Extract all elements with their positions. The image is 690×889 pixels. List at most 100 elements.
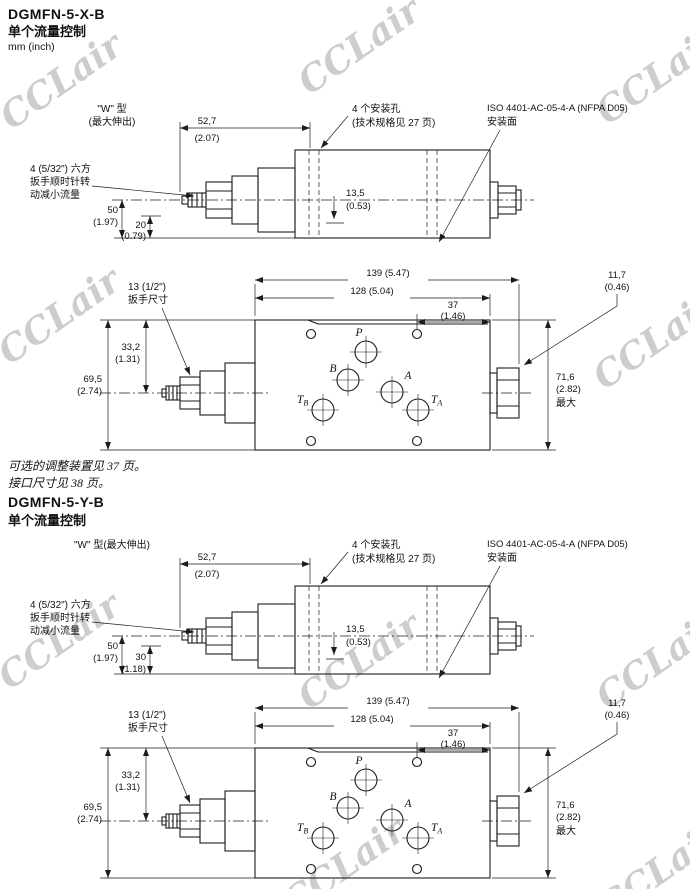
w-type-label-line1: "W" 型(最大伸出) (74, 538, 150, 551)
dim-52-7-in: (2.07) (195, 569, 220, 580)
dim-height-in: (0.79) (121, 231, 146, 242)
dim-37-mm: 37 (448, 728, 459, 739)
dimension-lines (100, 705, 618, 879)
port-holes (305, 328, 434, 447)
dim-69-5-mm: 69,5 (84, 374, 103, 385)
dim-139: 139 (5.47) (366, 696, 409, 707)
dim-33-2-in: (1.31) (115, 782, 140, 793)
dim-height-mm: 30 (135, 652, 146, 663)
dim-11-7-in: (0.46) (605, 710, 630, 721)
dim-71-6-mm: 71,6 (556, 800, 575, 811)
dim-69-5-mm: 69,5 (84, 802, 103, 813)
dim-50-mm: 50 (107, 641, 118, 652)
valve-body-side (181, 585, 522, 675)
dim-33-2-mm: 33,2 (122, 770, 141, 781)
side-view-x: "W" 型 (最大伸出) 52,7 (2.07) 4 个安装孔 (技术规格见 2… (30, 102, 628, 243)
mounting-holes-label-line1: 4 个安装孔 (352, 538, 400, 551)
dimension-lines (100, 277, 618, 451)
port-label-b: B (329, 363, 336, 375)
iso-surface-label-line2: 安装面 (487, 551, 517, 564)
dim-128: 128 (5.04) (350, 714, 393, 725)
port-label-tb-main: T (297, 394, 305, 406)
iso-surface-label-line2: 安装面 (487, 115, 517, 128)
port-label-p: P (354, 755, 362, 767)
port-label-tb: TB (297, 394, 308, 408)
dim-11-7-mm: 11,7 (608, 698, 626, 709)
dim-11-7-in: (0.46) (605, 282, 630, 293)
section-y-title: DGMFN-5-Y-B (8, 494, 105, 510)
wrench-size-label-line1: 13 (1/2") (128, 282, 166, 293)
port-label-p: P (354, 327, 362, 339)
dim-13-5-in: (0.53) (346, 637, 371, 648)
dim-52-7-mm: 52,7 (198, 552, 217, 563)
dim-71-6-mm: 71,6 (556, 372, 575, 383)
hex-wrench-label-line3: 动减小流量 (30, 624, 80, 637)
dim-71-6-max-note: 最大 (556, 396, 576, 409)
dim-52-7-mm: 52,7 (198, 116, 217, 127)
dimension-lines (91, 115, 501, 243)
valve-body-side (181, 149, 522, 239)
dim-height-mm: 20 (135, 220, 146, 231)
units-note: mm (inch) (8, 41, 55, 53)
dim-37-in: (1.46) (441, 739, 466, 750)
port-label-b: B (329, 791, 336, 803)
w-type-label-line2: (最大伸出) (89, 115, 136, 128)
dim-13-5-mm: 13,5 (346, 188, 365, 199)
dim-33-2-in: (1.31) (115, 354, 140, 365)
section-x-subtitle: 单个流量控制 (8, 24, 87, 39)
dim-128: 128 (5.04) (350, 286, 393, 297)
port-label-ta-main: T (431, 822, 439, 834)
hex-wrench-label-line2: 扳手顺时针转 (30, 611, 90, 624)
section-x-title: DGMFN-5-X-B (8, 6, 105, 22)
dim-69-5-in: (2.74) (77, 386, 102, 397)
dim-50-mm: 50 (107, 205, 118, 216)
iso-surface-label-line1: ISO 4401-AC-05-4-A (NFPA D05) (487, 539, 628, 550)
mounting-holes-hidden-lines (308, 150, 438, 238)
note-adjusters: 可选的调整装置见 37 页。 (8, 459, 147, 473)
hex-wrench-label-line1: 4 (5/32") 六方 (30, 162, 91, 175)
note-interface: 接口尺寸见 38 页。 (8, 476, 111, 490)
mounting-holes-label-line2: (技术规格见 27 页) (352, 552, 435, 565)
port-label-tb: TB (297, 822, 308, 836)
dim-37-mm: 37 (448, 300, 459, 311)
dim-69-5-in: (2.74) (77, 814, 102, 825)
hex-wrench-label-line2: 扳手顺时针转 (30, 175, 90, 188)
port-label-tb-sub: B (303, 827, 308, 836)
wrench-size-label-line2: 扳手尺寸 (128, 721, 168, 734)
iso-surface-label-line1: ISO 4401-AC-05-4-A (NFPA D05) (487, 103, 628, 114)
dim-71-6-in: (2.82) (556, 812, 581, 823)
side-view-y: "W" 型(最大伸出) 52,7 (2.07) 4 个安装孔 (技术规格见 27… (30, 538, 628, 679)
hex-wrench-label-line1: 4 (5/32") 六方 (30, 598, 91, 611)
mounting-holes-label-line2: (技术规格见 27 页) (352, 116, 435, 129)
dim-13-5-in: (0.53) (346, 201, 371, 212)
dim-139: 139 (5.47) (366, 268, 409, 279)
mounting-holes-hidden-lines (308, 586, 438, 674)
dimension-lines (91, 551, 501, 679)
port-label-a: A (403, 370, 412, 382)
dim-52-7-in: (2.07) (195, 133, 220, 144)
bottom-view-x: 13 (1/2") 扳手尺寸 139 (5.47) 128 (5.04) 37 … (77, 268, 630, 451)
wrench-size-label-line2: 扳手尺寸 (128, 293, 168, 306)
dim-33-2-mm: 33,2 (122, 342, 141, 353)
watermark-text: CCLair (290, 0, 429, 103)
dim-11-7-mm: 11,7 (608, 270, 626, 281)
port-label-ta-sub: A (436, 827, 442, 836)
valve-body-bottom (161, 747, 520, 879)
port-label-ta: TA (431, 822, 442, 836)
valve-body-bottom (161, 319, 520, 451)
port-label-ta-sub: A (436, 399, 442, 408)
bottom-view-y: 13 (1/2") 扳手尺寸 139 (5.47) 128 (5.04) 37 … (77, 696, 630, 879)
w-type-label-line1: "W" 型 (97, 102, 126, 115)
port-label-tb-sub: B (303, 399, 308, 408)
dim-71-6-max-note: 最大 (556, 824, 576, 837)
dim-37-in: (1.46) (441, 311, 466, 322)
hex-wrench-label-line3: 动减小流量 (30, 188, 80, 201)
port-holes (305, 756, 434, 875)
dim-71-6-in: (2.82) (556, 384, 581, 395)
dim-50-in: (1.97) (93, 653, 118, 664)
dim-height-in: (1.18) (121, 664, 146, 675)
page-notes: 可选的调整装置见 37 页。 接口尺寸见 38 页。 (8, 458, 146, 492)
port-label-a: A (403, 798, 412, 810)
port-label-ta: TA (431, 394, 442, 408)
